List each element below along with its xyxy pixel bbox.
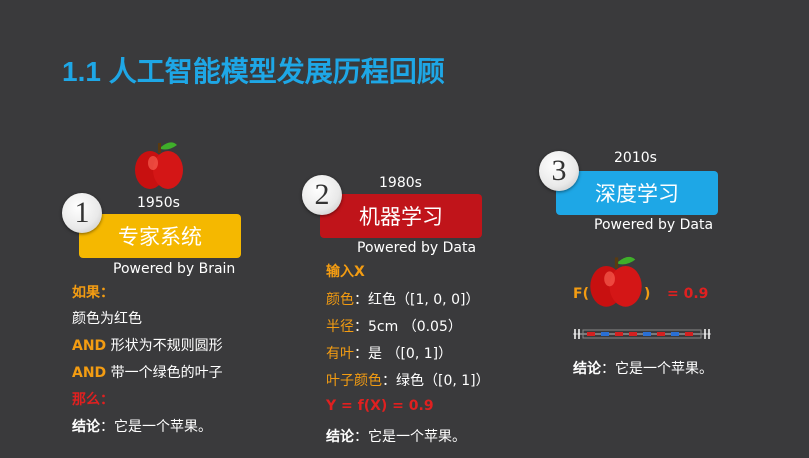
- if-label: 如果：: [72, 285, 114, 301]
- conclusion-3: 结论：它是一个苹果。: [573, 358, 713, 378]
- feature-value: ：是 （[0, 1]）: [354, 346, 453, 362]
- conclusion-text: ：它是一个苹果。: [601, 361, 713, 377]
- expert-system-label: 专家系统: [118, 225, 202, 249]
- year-label-2010s: 2010s: [614, 150, 657, 166]
- feature-radius: 半径：5cm （0.05）: [326, 316, 462, 336]
- step-number-circle-1: 1: [62, 193, 102, 233]
- expert-system-label-box: 专家系统: [79, 214, 241, 258]
- input-x-label: 输入X: [326, 264, 365, 280]
- apple-icon: [135, 142, 183, 189]
- feature-color: 颜色：红色（[1, 0, 0]）: [326, 289, 479, 309]
- deep-learning-label: 深度学习: [595, 182, 679, 206]
- machine-learning-label: 机器学习: [359, 205, 443, 229]
- step-number: 1: [74, 196, 90, 229]
- then-label: 那么：: [72, 392, 114, 408]
- machine-learning-label-box: 机器学习: [320, 194, 482, 238]
- conclusion-1: 结论：它是一个苹果。: [72, 416, 212, 436]
- feature-name: 有叶: [326, 346, 354, 362]
- and-keyword: AND: [72, 365, 107, 381]
- page-title: 1.1 人工智能模型发展历程回顾: [62, 56, 445, 87]
- conclusion-keyword: 结论: [326, 429, 354, 445]
- function-result: = 0.9: [667, 286, 709, 302]
- feature-value: ：5cm （0.05）: [354, 319, 462, 335]
- function-close: ): [644, 286, 651, 302]
- powered-by-brain: Powered by Brain: [113, 261, 236, 277]
- year-label-1950s: 1950s: [137, 195, 180, 211]
- neural-network-icon: [573, 329, 711, 339]
- formula: Y = f(X) = 0.9: [326, 398, 434, 414]
- feature-name: 颜色: [326, 292, 354, 308]
- function-open: F(: [573, 286, 589, 302]
- feature-leaf-color: 叶子颜色：绿色（[0, 1]）: [326, 370, 490, 390]
- conclusion-text: ：它是一个苹果。: [354, 429, 466, 445]
- feature-value: ：红色（[1, 0, 0]）: [354, 292, 480, 308]
- and-keyword: AND: [72, 338, 107, 354]
- rule-text: 带一个绿色的叶子: [106, 365, 223, 381]
- rule-line-2: AND 形状为不规则圆形: [72, 335, 223, 355]
- conclusion-text: ：它是一个苹果。: [100, 419, 212, 435]
- rule-line-1: 颜色为红色: [72, 311, 142, 327]
- step-number-circle-2: 2: [302, 175, 342, 215]
- step-number: 3: [551, 154, 567, 187]
- feature-has-leaf: 有叶：是 （[0, 1]）: [326, 343, 452, 363]
- rule-line-3: AND 带一个绿色的叶子: [72, 362, 223, 382]
- step-number-circle-3: 3: [539, 151, 579, 191]
- apple-icon: [590, 256, 642, 307]
- deep-learning-label-box: 深度学习: [556, 171, 718, 215]
- step-number: 2: [314, 178, 330, 211]
- rule-text: 形状为不规则圆形: [106, 338, 223, 354]
- conclusion-2: 结论：它是一个苹果。: [326, 426, 466, 446]
- feature-name: 半径: [326, 319, 354, 335]
- feature-value: ：绿色（[0, 1]）: [382, 373, 490, 389]
- conclusion-keyword: 结论: [72, 419, 100, 435]
- conclusion-keyword: 结论: [573, 361, 601, 377]
- powered-by-data: Powered by Data: [357, 240, 477, 256]
- feature-name: 叶子颜色: [326, 373, 382, 389]
- powered-by-data: Powered by Data: [594, 217, 714, 233]
- year-label-1980s: 1980s: [379, 175, 422, 191]
